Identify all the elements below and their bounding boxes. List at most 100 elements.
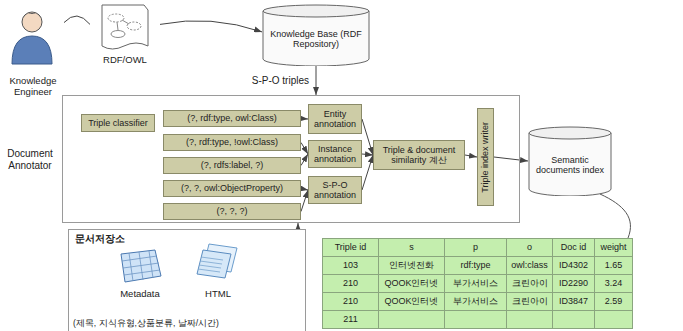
node-text: 문서저장소 <box>75 233 125 245</box>
table-cell: Doc id <box>552 238 595 257</box>
connector-arrow <box>301 189 308 191</box>
node-text: (?, rdfs:label, ?) <box>201 160 264 170</box>
database-cylinder: Semantic documents index <box>528 126 612 196</box>
table-cell: 부가서비스 <box>444 274 507 293</box>
table-cell <box>378 310 445 329</box>
cell-text: 103 <box>343 260 358 270</box>
cell-text: owl:class <box>511 260 548 270</box>
connector-arrow <box>301 154 308 166</box>
table-cell: p <box>444 238 507 257</box>
cell-text: o <box>527 242 532 252</box>
node-text: (?, ?, ?) <box>216 206 247 216</box>
node-text: (?, ?, owl:ObjectProperty) <box>181 183 283 193</box>
table-cell: ID2290 <box>552 274 595 293</box>
cell-text: Triple id <box>335 242 367 252</box>
process-box: Triple index writer <box>477 108 494 206</box>
cell-text: rdf:type <box>460 260 490 270</box>
module-frame: Document AnnotatorTriple classifier(?, r… <box>62 95 520 223</box>
table-cell: 3.24 <box>594 274 633 293</box>
node-text: (?, rdf:type, !owl:Class) <box>186 137 278 147</box>
table-cell: 210 <box>322 274 379 293</box>
table-cell <box>506 310 553 329</box>
node-text: Semantic documents index <box>534 155 606 176</box>
index-table-link <box>600 194 630 238</box>
cell-text: 부가서비스 <box>453 278 498 288</box>
table-cell: QOOK인터넷 <box>378 292 445 311</box>
pattern-box: (?, ?, ?) <box>163 203 301 220</box>
connector-arrow <box>494 157 528 161</box>
cell-text: 크린아이 <box>512 296 548 306</box>
cell-text: 크린아이 <box>512 278 548 288</box>
table-cell <box>444 310 507 329</box>
cell-text: s <box>409 242 414 252</box>
table-cell: QOOK인터넷 <box>378 274 445 293</box>
node-text: Triple index writer <box>480 122 490 193</box>
node-text: Instance annotation <box>312 144 358 165</box>
table-cell: Triple id <box>322 238 379 257</box>
process-box: S-P-O annotation <box>308 176 362 204</box>
node-text: S-P-O annotation <box>312 180 358 201</box>
pattern-box: (?, rdf:type, owl:Class) <box>163 110 301 127</box>
table-cell: 크린아이 <box>506 292 553 311</box>
pattern-box: (?, rdfs:label, ?) <box>163 157 301 174</box>
cell-text: 부가서비스 <box>453 296 498 306</box>
pattern-box: (?, ?, owl:ObjectProperty) <box>163 180 301 197</box>
table-cell: 인터넷전화 <box>378 256 445 275</box>
connector-arrow <box>362 154 373 155</box>
node-text: Knowledge Engineer <box>2 76 64 98</box>
cell-text: weight <box>600 242 626 252</box>
table-cell: weight <box>594 238 633 257</box>
connector-arrow <box>301 143 308 155</box>
cell-text: QOOK인터넷 <box>384 296 438 306</box>
node-text: Triple & document similarity 계산 <box>377 145 461 166</box>
node-text: (?, rdf:type, owl:Class) <box>187 113 277 123</box>
html-icon: HTML <box>187 240 249 300</box>
cell-text: 인터넷전화 <box>389 260 434 270</box>
table-cell: s <box>378 238 445 257</box>
table-cell: 크린아이 <box>506 274 553 293</box>
table-cell: 부가서비스 <box>444 292 507 311</box>
node-text: Entity annotation <box>312 109 358 130</box>
metadata-icon: Metadata <box>109 246 171 300</box>
table-cell: 1.65 <box>594 256 633 275</box>
node-text: Triple classifier <box>88 118 148 128</box>
node-text: Metadata <box>120 289 160 300</box>
process-box: Triple classifier <box>81 114 155 132</box>
pattern-box: (?, rdf:type, !owl:Class) <box>163 134 301 151</box>
connector-arrow <box>301 190 308 212</box>
cell-text: 210 <box>343 278 358 288</box>
table-cell: owl:class <box>506 256 553 275</box>
connector-arrow <box>465 155 477 157</box>
edge-label: S-P-O triples <box>250 75 311 86</box>
process-box: Entity annotation <box>308 104 362 134</box>
cell-text: QOOK인터넷 <box>384 278 438 288</box>
cell-text: 210 <box>343 296 358 306</box>
document-icon: RDF/OWL <box>90 2 160 66</box>
cell-text: p <box>473 242 478 252</box>
cell-text: ID4302 <box>559 260 588 270</box>
node-text: RDF/OWL <box>103 55 147 66</box>
cell-text: 3.24 <box>605 278 623 288</box>
table-cell: 211 <box>322 310 379 329</box>
node-text: Knowledge Base (RDF Repository) <box>268 29 364 50</box>
cell-text: ID2290 <box>559 278 588 288</box>
process-box: Instance annotation <box>308 140 362 168</box>
cell-text: 1.65 <box>605 260 623 270</box>
cell-text: Doc id <box>561 242 587 252</box>
table-cell: ID3847 <box>552 292 595 311</box>
table-cell: rdf:type <box>444 256 507 275</box>
cell-text: 2.59 <box>605 296 623 306</box>
node-text: Document Annotator <box>1 148 59 171</box>
connector-arrow <box>160 21 262 32</box>
connector-arrow <box>362 155 373 190</box>
table-cell: 2.59 <box>594 292 633 311</box>
cell-text: ID3847 <box>559 296 588 306</box>
connector-arrow <box>301 118 308 120</box>
table-cell <box>552 310 595 329</box>
table-cell: ID4302 <box>552 256 595 275</box>
table-cell: 210 <box>322 292 379 311</box>
process-box: Triple & document similarity 계산 <box>373 140 465 170</box>
node-text: HTML <box>205 289 231 300</box>
storage-panel: 문서저장소(제목, 지식유형,상품분류, 날짜/시간)MetadataHTML <box>68 229 306 331</box>
